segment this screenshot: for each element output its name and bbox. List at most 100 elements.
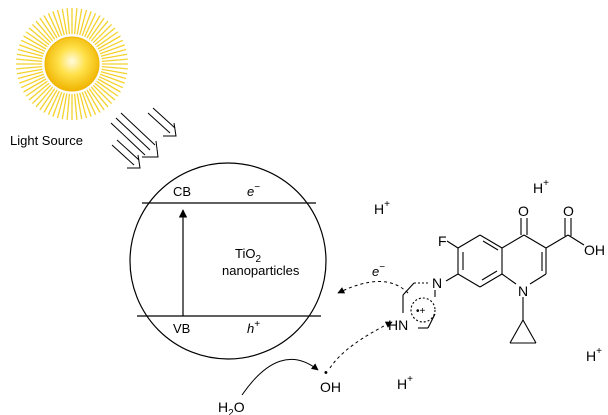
sun-ray: [25, 80, 48, 97]
sun-ray: [25, 31, 48, 48]
sun-ray: [96, 80, 119, 97]
sun-ray: [52, 11, 63, 37]
reaction-arrows: [241, 281, 409, 396]
piperazine-nitrogen-atom: N: [432, 275, 442, 291]
light-beam-arrow: [110, 112, 159, 158]
sun-ray: [101, 65, 128, 70]
sun-ray: [17, 48, 44, 57]
light-beam-arrow: [111, 139, 141, 169]
sun-ray: [39, 88, 56, 111]
sun-rays: [16, 8, 128, 120]
cyclopropyl-ring: [509, 319, 537, 344]
sun-ray: [52, 91, 63, 117]
sun-ray: [19, 73, 45, 84]
sun-ray: [100, 48, 127, 57]
sun-ray: [17, 71, 44, 80]
proton-label: H+: [586, 346, 602, 364]
light-source-label: Light Source: [10, 133, 83, 148]
sun-ray: [98, 76, 124, 89]
radical-cation-circle: [410, 297, 436, 323]
water-oxidation-arrow: [241, 358, 319, 396]
sun-ray: [23, 35, 47, 50]
sun-ray: [35, 20, 54, 42]
sun-ray: [86, 15, 101, 39]
fluorine-atom: F: [438, 233, 447, 249]
sun-ray: [43, 15, 58, 39]
tio2-particle: CB VB e− h+ TiO2 nanoparticles: [129, 162, 327, 360]
sun-ray: [56, 9, 65, 36]
sun-ray: [76, 93, 83, 120]
light-beams: [110, 107, 177, 169]
sun-ray: [92, 84, 113, 105]
sun-ray: [31, 23, 52, 44]
proton-label: H+: [374, 199, 390, 217]
piperazine-nh-group: HN: [388, 317, 408, 333]
sun-ray: [47, 12, 60, 38]
sun-ray: [66, 8, 71, 35]
sun-ray: [19, 44, 45, 55]
cb-electron-label: e−: [247, 182, 260, 199]
sun-ray: [79, 9, 88, 36]
acid-oxygen-atom: O: [563, 203, 574, 219]
nanoparticles-label: nanoparticles: [222, 263, 300, 278]
sun-ray: [97, 78, 121, 93]
light-beam-arrow: [147, 107, 177, 137]
sun-ray: [16, 65, 43, 70]
radical-dot: •: [324, 367, 328, 379]
sun-ray: [35, 86, 54, 108]
sun-ray: [73, 8, 78, 35]
sun-ray: [16, 53, 43, 60]
sun-ray: [94, 82, 116, 101]
sun-ray: [20, 76, 46, 89]
keto-oxygen-atom: O: [518, 203, 529, 219]
sun-ray: [28, 82, 50, 101]
sun-ray: [43, 89, 58, 113]
sun-ray: [31, 84, 52, 105]
sun-ray: [23, 78, 47, 93]
piperazine-ring: [402, 282, 436, 329]
sun-ray: [79, 92, 88, 119]
sun-ray: [39, 17, 56, 40]
sun-ray: [101, 68, 128, 75]
quinolone-nitrogen-atom: N: [518, 283, 528, 299]
ciprofloxacin-molecule: [402, 218, 585, 344]
benzene-ring: [457, 234, 503, 288]
sun-ray: [61, 8, 68, 35]
electron-transfer-arrow: [337, 281, 409, 294]
sun-ray: [66, 93, 71, 120]
sun-ray: [101, 53, 128, 60]
sun-ray: [28, 27, 50, 46]
sun-ray: [76, 8, 83, 35]
transfer-electron-label: e−: [372, 262, 385, 279]
vb-label: VB: [173, 321, 190, 336]
sun-ray: [90, 20, 109, 42]
sun-ray: [20, 39, 46, 52]
sun-ray: [84, 90, 97, 116]
sun-ray: [96, 31, 119, 48]
tio2-label: TiO2: [235, 246, 261, 265]
sun-ray: [47, 90, 60, 116]
sun-ray: [81, 91, 92, 117]
cb-label: CB: [173, 184, 191, 199]
sun-ray: [92, 23, 113, 44]
sun-ray: [16, 68, 43, 75]
sun-ray: [90, 86, 109, 108]
sun-ray: [97, 35, 121, 50]
water-label: H2O: [218, 399, 245, 415]
pyridone-ring: [501, 234, 547, 285]
hydroxyl-radical-label: OH: [320, 379, 341, 395]
sun-ray: [16, 58, 43, 63]
proton-label: H+: [397, 374, 413, 392]
sun-ray: [56, 92, 65, 119]
sun-ray: [99, 73, 125, 84]
sun-ray: [88, 17, 105, 40]
sun-ray: [98, 39, 124, 52]
vb-hole-label: h+: [247, 319, 260, 336]
sun-ray: [99, 44, 125, 55]
radical-attack-arrow: [329, 321, 393, 369]
particle-outline: [129, 162, 327, 360]
sun-ray: [73, 93, 78, 120]
proton-label: H+: [533, 178, 549, 196]
sun-ray: [86, 89, 101, 113]
